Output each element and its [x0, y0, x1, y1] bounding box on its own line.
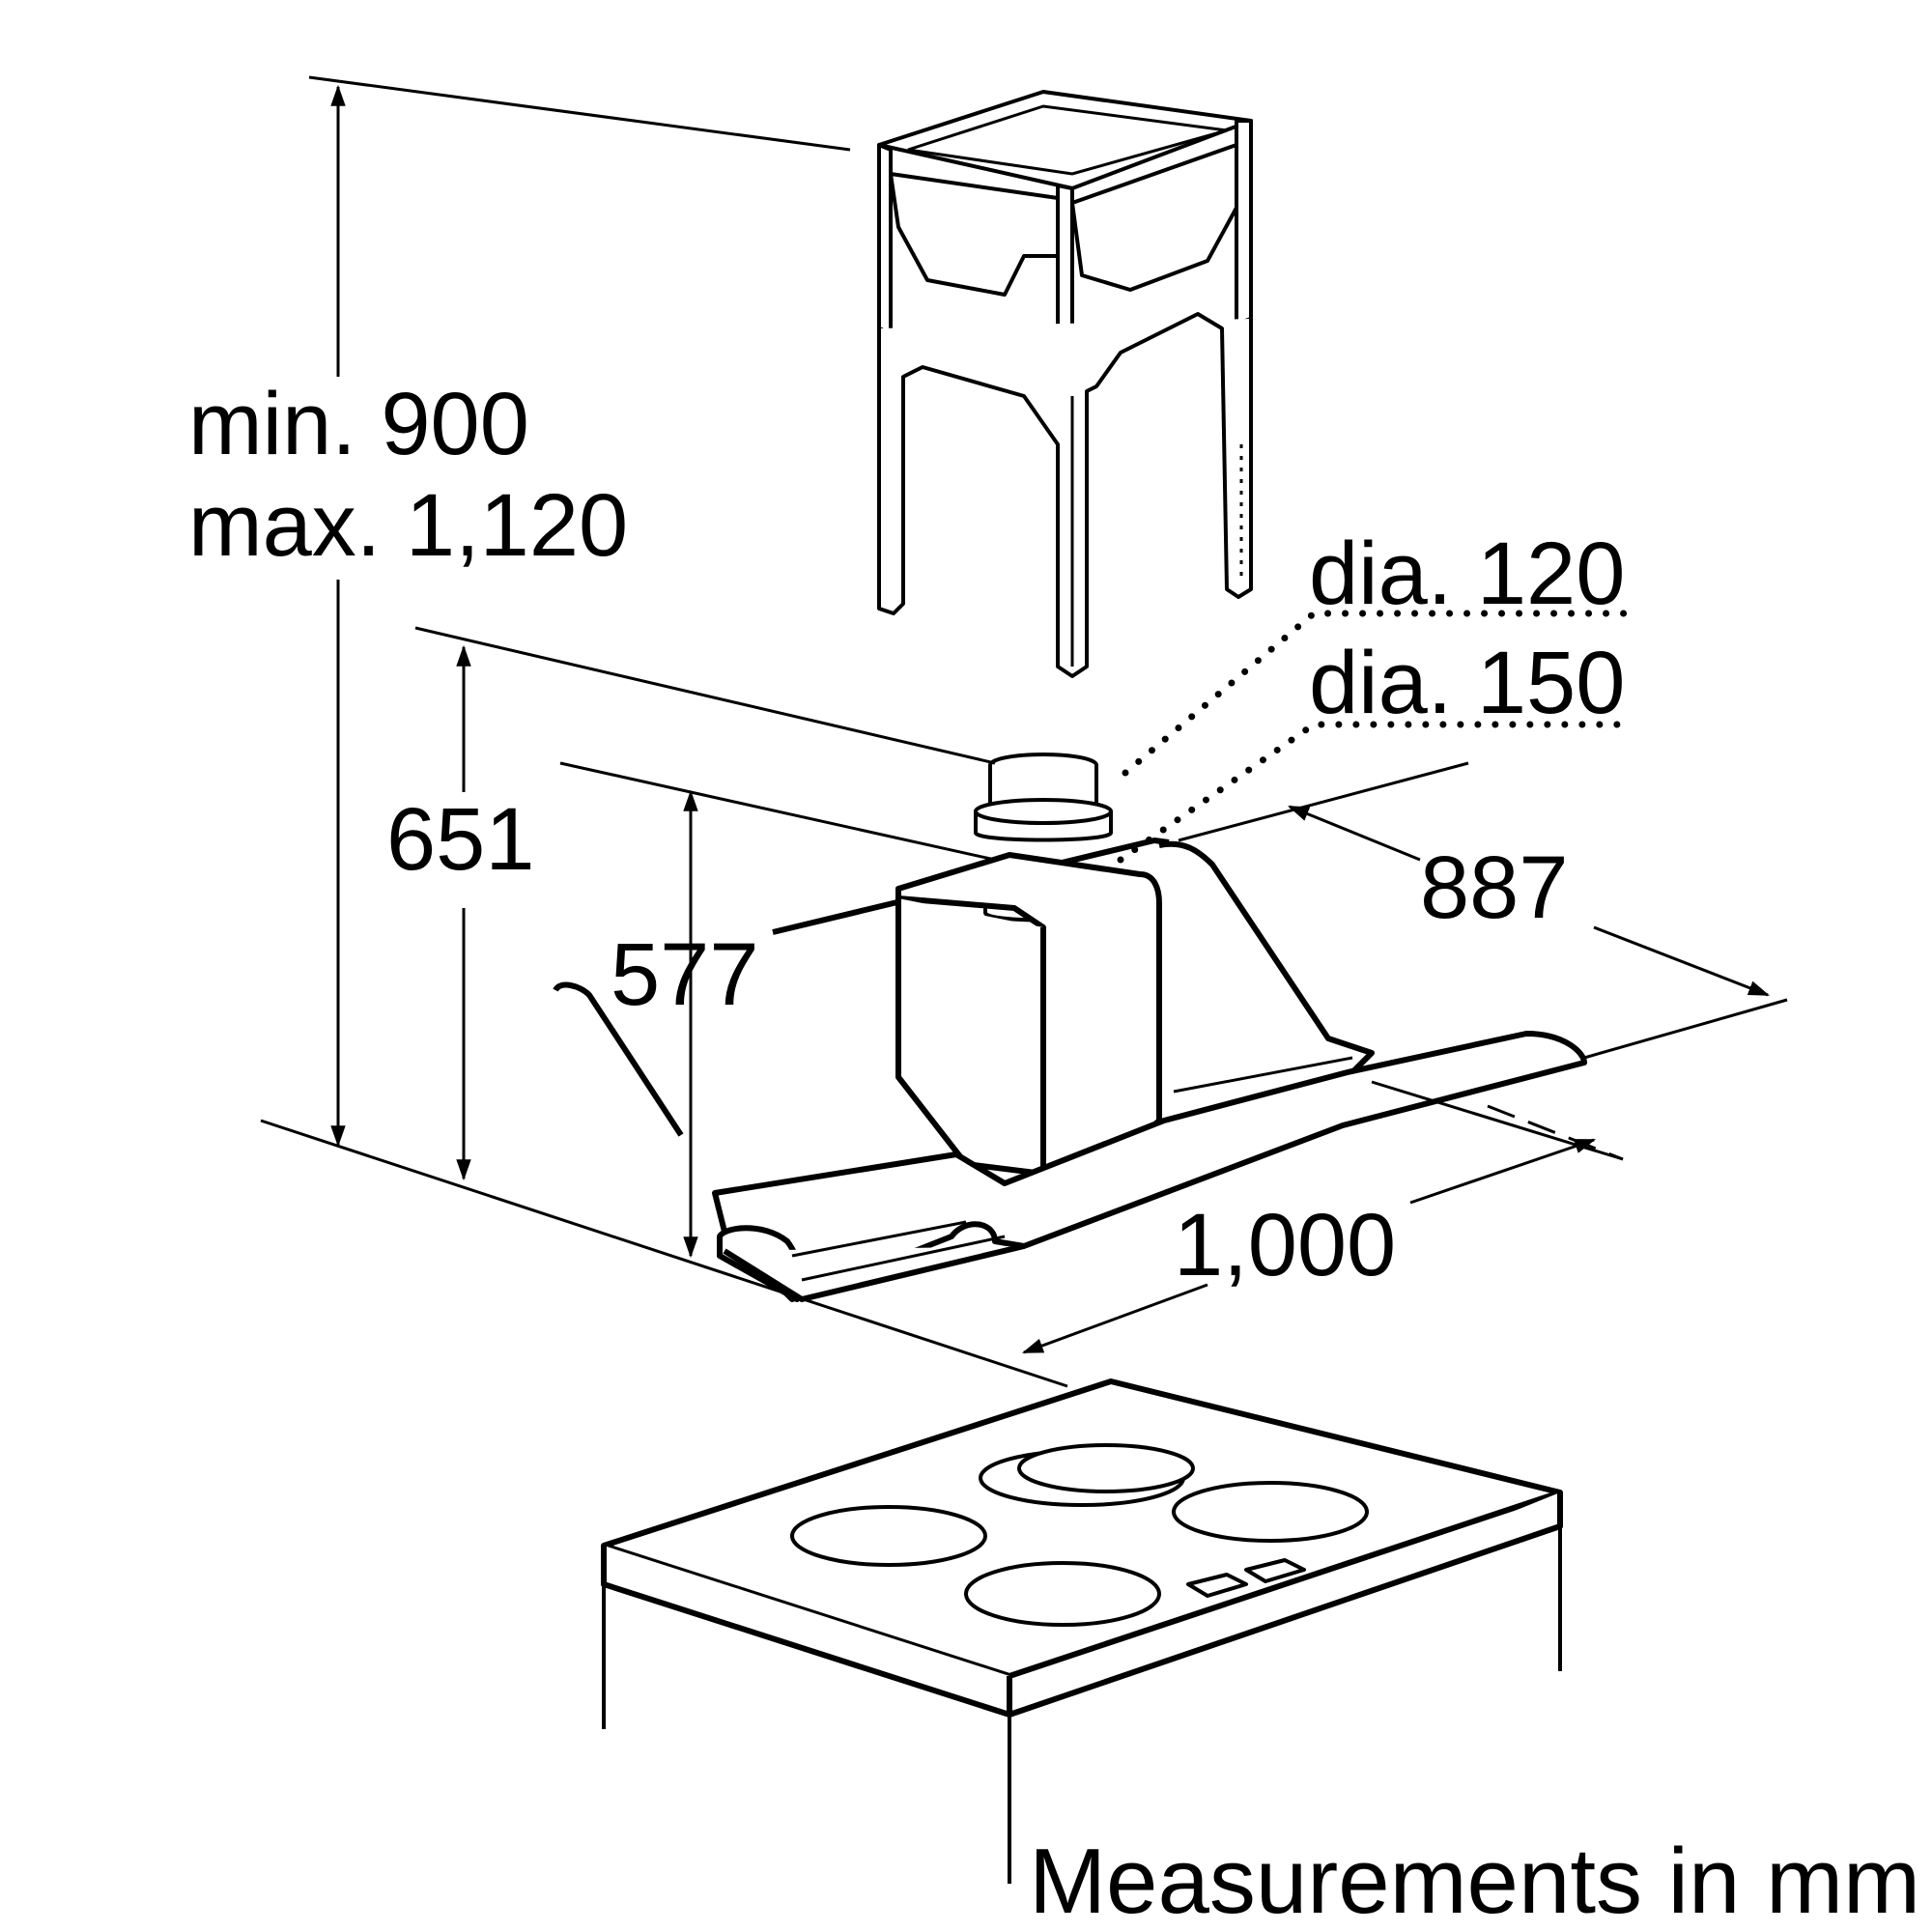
label-height-651: 651 [386, 790, 535, 889]
label-height-577: 577 [611, 925, 759, 1024]
label-width-1000: 1,000 [1174, 1196, 1396, 1294]
label-height-min: min. 900 [188, 375, 529, 473]
label-depth-887: 887 [1420, 838, 1569, 937]
units-note: Measurements in mm [1029, 1830, 1920, 1932]
label-duct-dia-120: dia. 120 [1309, 525, 1625, 623]
cooktop [601, 1378, 1563, 1884]
dimension-lines [260, 75, 1788, 1388]
ceiling-mounting-frame [877, 90, 1253, 678]
extractor-hood [553, 838, 1587, 1302]
label-height-max: max. 1,120 [188, 476, 628, 575]
label-duct-dia-150: dia. 150 [1309, 634, 1625, 732]
